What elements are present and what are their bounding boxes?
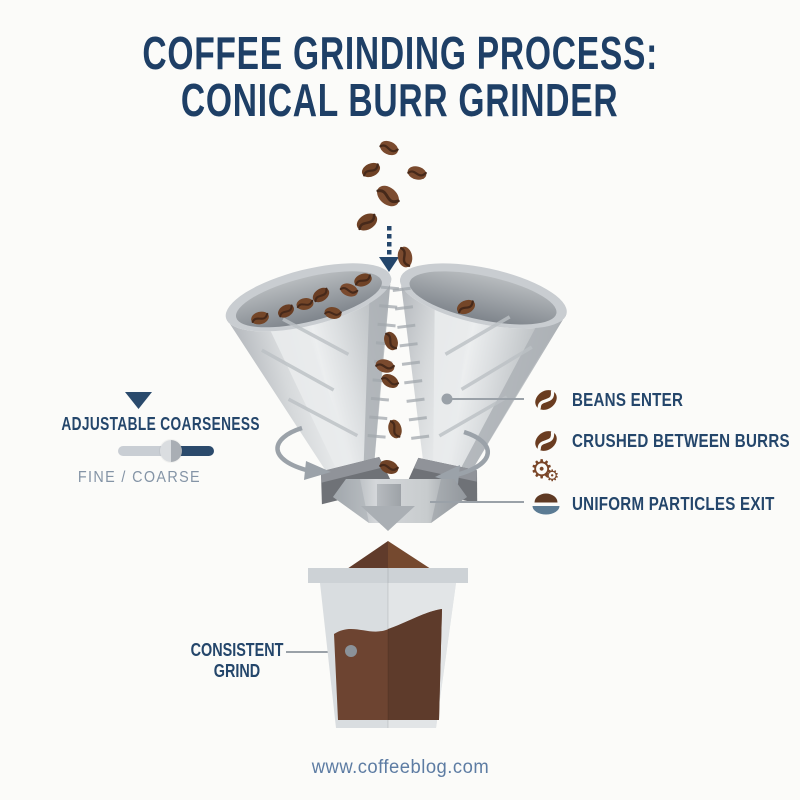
coffee-bean [352,208,382,236]
adjustable-coarseness-panel: ADJUSTABLE COARSENESS FINE / COARSE [30,392,260,487]
coarseness-heading: ADJUSTABLE COARSENESS [61,414,260,434]
title-line-2: CONICAL BURR GRINDER [181,74,619,126]
callout-dot-consistent-grind [345,645,357,657]
coffee-bean-icon [530,387,562,413]
step-grinding-gears: ⚙⚙ [530,454,562,488]
coffee-bean [405,163,429,183]
step-uniform-particles-exit: UNIFORM PARTICLES EXIT [530,489,800,519]
coffee-bean [371,180,405,212]
coffee-bean [385,417,405,441]
callout-dot-beans-enter [441,393,453,405]
title-line-1: COFFEE GRINDING PROCESS: [142,27,658,79]
down-triangle-icon [125,392,152,409]
footer-url[interactable]: www.coffeeblog.com [311,757,489,778]
output-arrow [361,484,415,531]
grounds-cup [308,568,468,728]
rotation-arrow-left [275,425,331,480]
slider-track-coarse[interactable] [172,446,214,456]
grounds-mound [344,541,434,571]
page-title: COFFEE GRINDING PROCESS: CONICAL BURR GR… [0,30,800,124]
coarseness-slider[interactable] [118,440,214,462]
coffee-bean [376,136,402,160]
coffee-bean-icon [530,428,562,454]
coffee-bean [358,158,384,182]
step-label: CRUSHED BETWEEN BURRS [572,430,790,451]
gears-icon: ⚙⚙ [530,454,560,485]
coffee-bean [378,370,402,392]
consistent-grind-label: CONSISTENT GRIND [190,640,284,681]
particles-exit-icon [530,491,562,517]
slider-knob[interactable] [160,440,182,462]
step-label: BEANS ENTER [572,389,684,410]
step-label: UNIFORM PARTICLES EXIT [572,493,775,514]
step-beans-enter: BEANS ENTER [530,385,704,415]
feed-arrow [379,226,399,272]
fine-coarse-label: FINE / COARSE [77,469,201,486]
coffee-bean [394,244,416,270]
step-crushed-between-burrs: CRUSHED BETWEEN BURRS [530,426,800,456]
slider-track-fine[interactable] [118,446,172,456]
